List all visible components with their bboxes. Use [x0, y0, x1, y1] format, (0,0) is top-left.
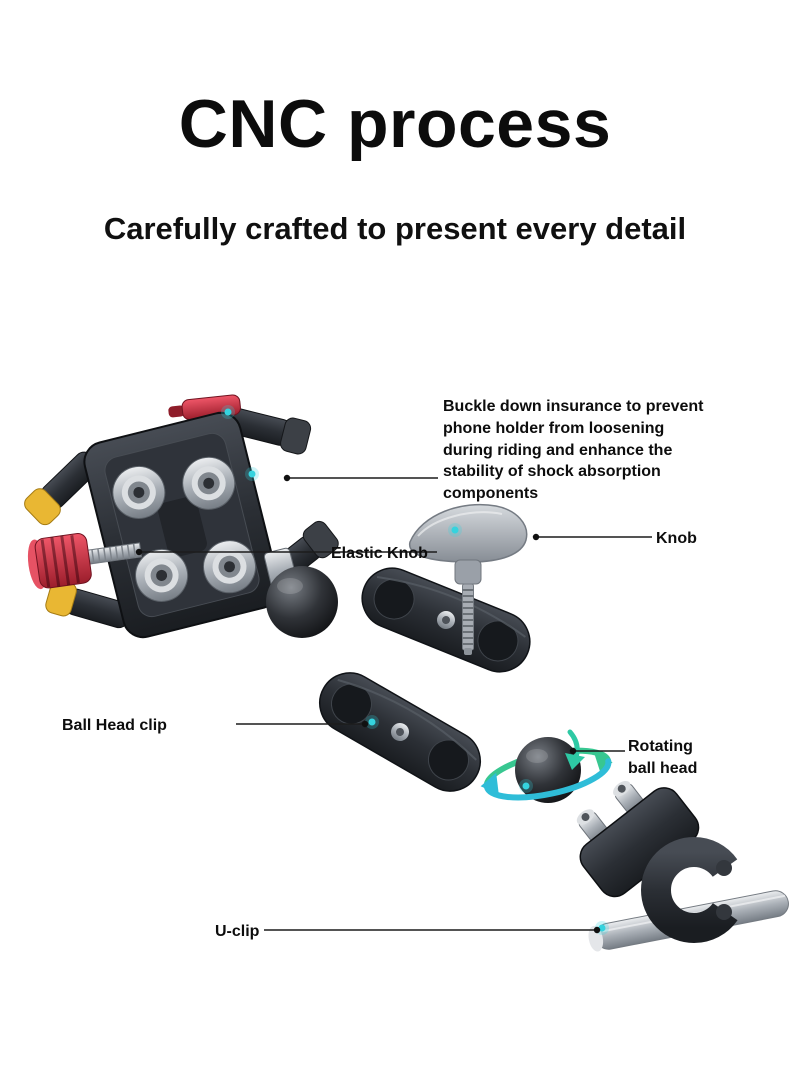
- ball-head: [266, 566, 338, 638]
- callout-ball-head-clip: Ball Head clip: [62, 717, 167, 734]
- callout-elastic-knob: Elastic Knob: [331, 545, 428, 562]
- u-clip-flange: [576, 780, 700, 898]
- exploded-view-stage: Buckle down insurance to prevent phone h…: [0, 380, 790, 1070]
- shock-roller: [112, 465, 166, 519]
- ball-head-clip-arm-upper: [361, 567, 531, 673]
- callout-knob: Knob: [656, 530, 697, 547]
- leader-lines: [138, 477, 652, 931]
- highlight-dots: [221, 405, 609, 935]
- rotation-down-arrow: [565, 729, 585, 770]
- page-subtitle: Carefully crafted to present every detai…: [103, 211, 687, 246]
- exploded-diagram: [24, 394, 789, 952]
- shock-roller: [203, 540, 257, 594]
- rotation-arrow-front: [480, 758, 612, 801]
- callout-u-clip: U-clip: [215, 923, 260, 940]
- shock-roller: [182, 456, 236, 510]
- rotating-ball: [515, 737, 581, 803]
- callout-buckle-insurance: Buckle down insurance to prevent phone h…: [443, 398, 704, 502]
- leader-dots: [135, 474, 601, 934]
- u-clip-ring: [641, 837, 747, 943]
- shock-roller: [135, 548, 189, 602]
- page-title: CNC process: [178, 86, 612, 162]
- ball-head-clip-arm-lower: [319, 672, 481, 792]
- elastic-knob-part: [27, 532, 142, 590]
- callout-rotating-ball-head: Rotating ball head: [628, 738, 698, 777]
- knob-screw: [409, 503, 528, 655]
